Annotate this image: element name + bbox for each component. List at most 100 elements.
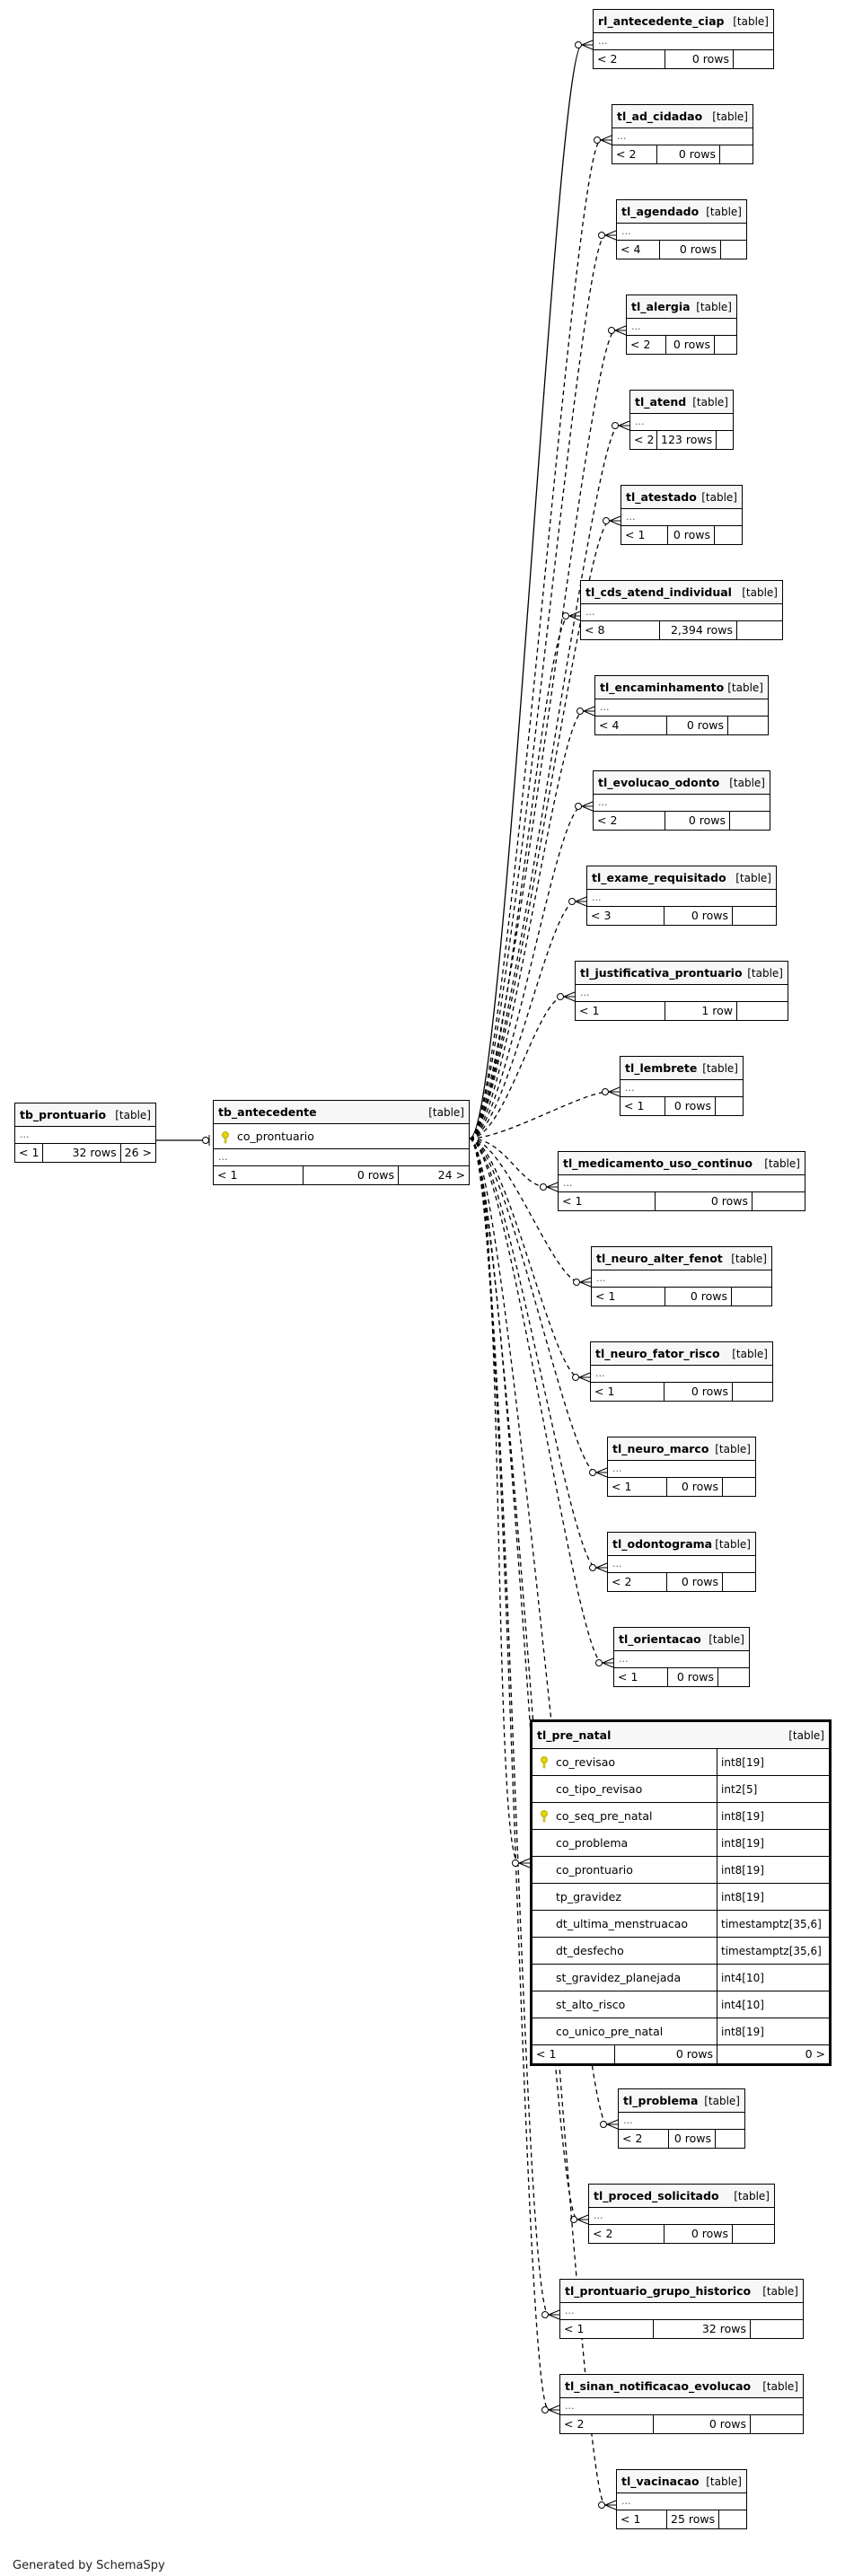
table-footer: < 1 32 rows 26 > [15, 1144, 155, 1162]
row-count: 25 rows [667, 2510, 720, 2528]
table-name[interactable]: tl_atend [635, 395, 687, 409]
row-count: 0 rows [665, 2225, 733, 2243]
table-name[interactable]: tb_antecedente [218, 1105, 317, 1119]
key-icon [541, 1756, 548, 1769]
row-count: 0 rows [666, 336, 715, 354]
table-name[interactable]: tl_sinan_notificacao_evolucao [565, 2379, 752, 2393]
optional-marker [608, 327, 615, 334]
optional-marker [612, 422, 619, 429]
table-name[interactable]: tb_prontuario [20, 1108, 107, 1121]
many-marker [575, 896, 587, 907]
table-name[interactable]: tl_agendado [621, 205, 700, 218]
table-name[interactable]: tl_lembrete [625, 1061, 698, 1075]
table-name[interactable]: tl_alergia [631, 300, 691, 313]
table-tb-antecedente[interactable]: tb_antecedente [table] co_prontuario ...… [213, 1100, 470, 1185]
optional-marker [557, 993, 564, 1000]
table-name[interactable]: tl_exame_requisitado [592, 871, 726, 884]
parents-count: < 1 [608, 1478, 667, 1496]
children-count [716, 1097, 743, 1115]
row-count: 0 rows [304, 1166, 399, 1184]
optional-marker [540, 1183, 547, 1191]
column-type: int4[10] [721, 1998, 764, 2011]
columns-collapsed: ... [214, 1149, 469, 1166]
table-name[interactable]: tl_odontograma [612, 1537, 713, 1551]
table-name[interactable]: tl_neuro_marco [612, 1442, 709, 1455]
table-name[interactable]: tl_atestado [626, 490, 697, 504]
row-count: 0 rows [665, 1288, 732, 1306]
optional-marker [541, 2311, 549, 2318]
table-name[interactable]: tl_medicamento_uso_continuo [563, 1156, 753, 1170]
edge-to-child [469, 996, 565, 1139]
table-tl-prontuario-grupo-historico[interactable]: tl_prontuario_grupo_historico[table]...<… [559, 2279, 804, 2339]
many-marker [583, 706, 595, 717]
table-name[interactable]: tl_neuro_alter_fenot [596, 1252, 723, 1265]
table-tl-sinan-notificacao-evolucao[interactable]: tl_sinan_notificacao_evolucao[table]...<… [559, 2374, 804, 2434]
table-name[interactable]: tl_orientacao [619, 1632, 701, 1646]
table-name[interactable]: tl_neuro_fator_risco [595, 1347, 720, 1360]
parents-count: < 1 [621, 1097, 665, 1115]
table-name[interactable]: tl_evolucao_odonto [598, 776, 720, 789]
column-name: dt_desfecho [556, 1944, 624, 1957]
parents-count: < 1 [576, 1002, 665, 1020]
column-name: st_gravidez_planejada [556, 1971, 682, 1984]
column-type: timestamptz[35,6] [721, 1917, 822, 1930]
table-name[interactable]: tl_prontuario_grupo_historico [565, 2284, 752, 2298]
many-marker [604, 230, 617, 241]
table-name[interactable]: tl_ad_cidadao [617, 110, 703, 123]
children-count: 0 > [805, 2047, 825, 2061]
columns-collapsed: ... [608, 1556, 755, 1573]
table-name[interactable]: tl_justificativa_prontuario [580, 966, 743, 980]
optional-marker [602, 1088, 609, 1095]
table-kind: [table] [742, 585, 778, 599]
table-name[interactable]: tl_problema [623, 2094, 699, 2107]
table-name[interactable]: tl_cds_atend_individual [585, 585, 732, 599]
table-name[interactable]: tl_pre_natal [537, 1728, 612, 1742]
table-name[interactable]: tl_vacinacao [621, 2475, 700, 2488]
columns-collapsed: ... [594, 795, 770, 812]
row-count: 0 rows [667, 1478, 723, 1496]
table-name[interactable]: rl_antecedente_ciap [598, 14, 725, 28]
column-row[interactable]: co_prontuario [214, 1124, 469, 1149]
children-count [719, 2510, 748, 2528]
table-tl-justificativa-prontuario[interactable]: tl_justificativa_prontuario[table]...< 1… [575, 961, 788, 1021]
column-name: co_unico_pre_natal [556, 2025, 664, 2038]
table-tb-prontuario[interactable]: tb_prontuario [table] ... < 1 32 rows 26… [14, 1103, 156, 1163]
table-name[interactable]: tl_encaminhamento [600, 681, 725, 694]
table-name[interactable]: tl_proced_solicitado [594, 2189, 719, 2202]
table-tl-medicamento-uso-continuo[interactable]: tl_medicamento_uso_continuo[table]...< 1… [558, 1151, 805, 1211]
table-kind: [table] [764, 1156, 800, 1170]
